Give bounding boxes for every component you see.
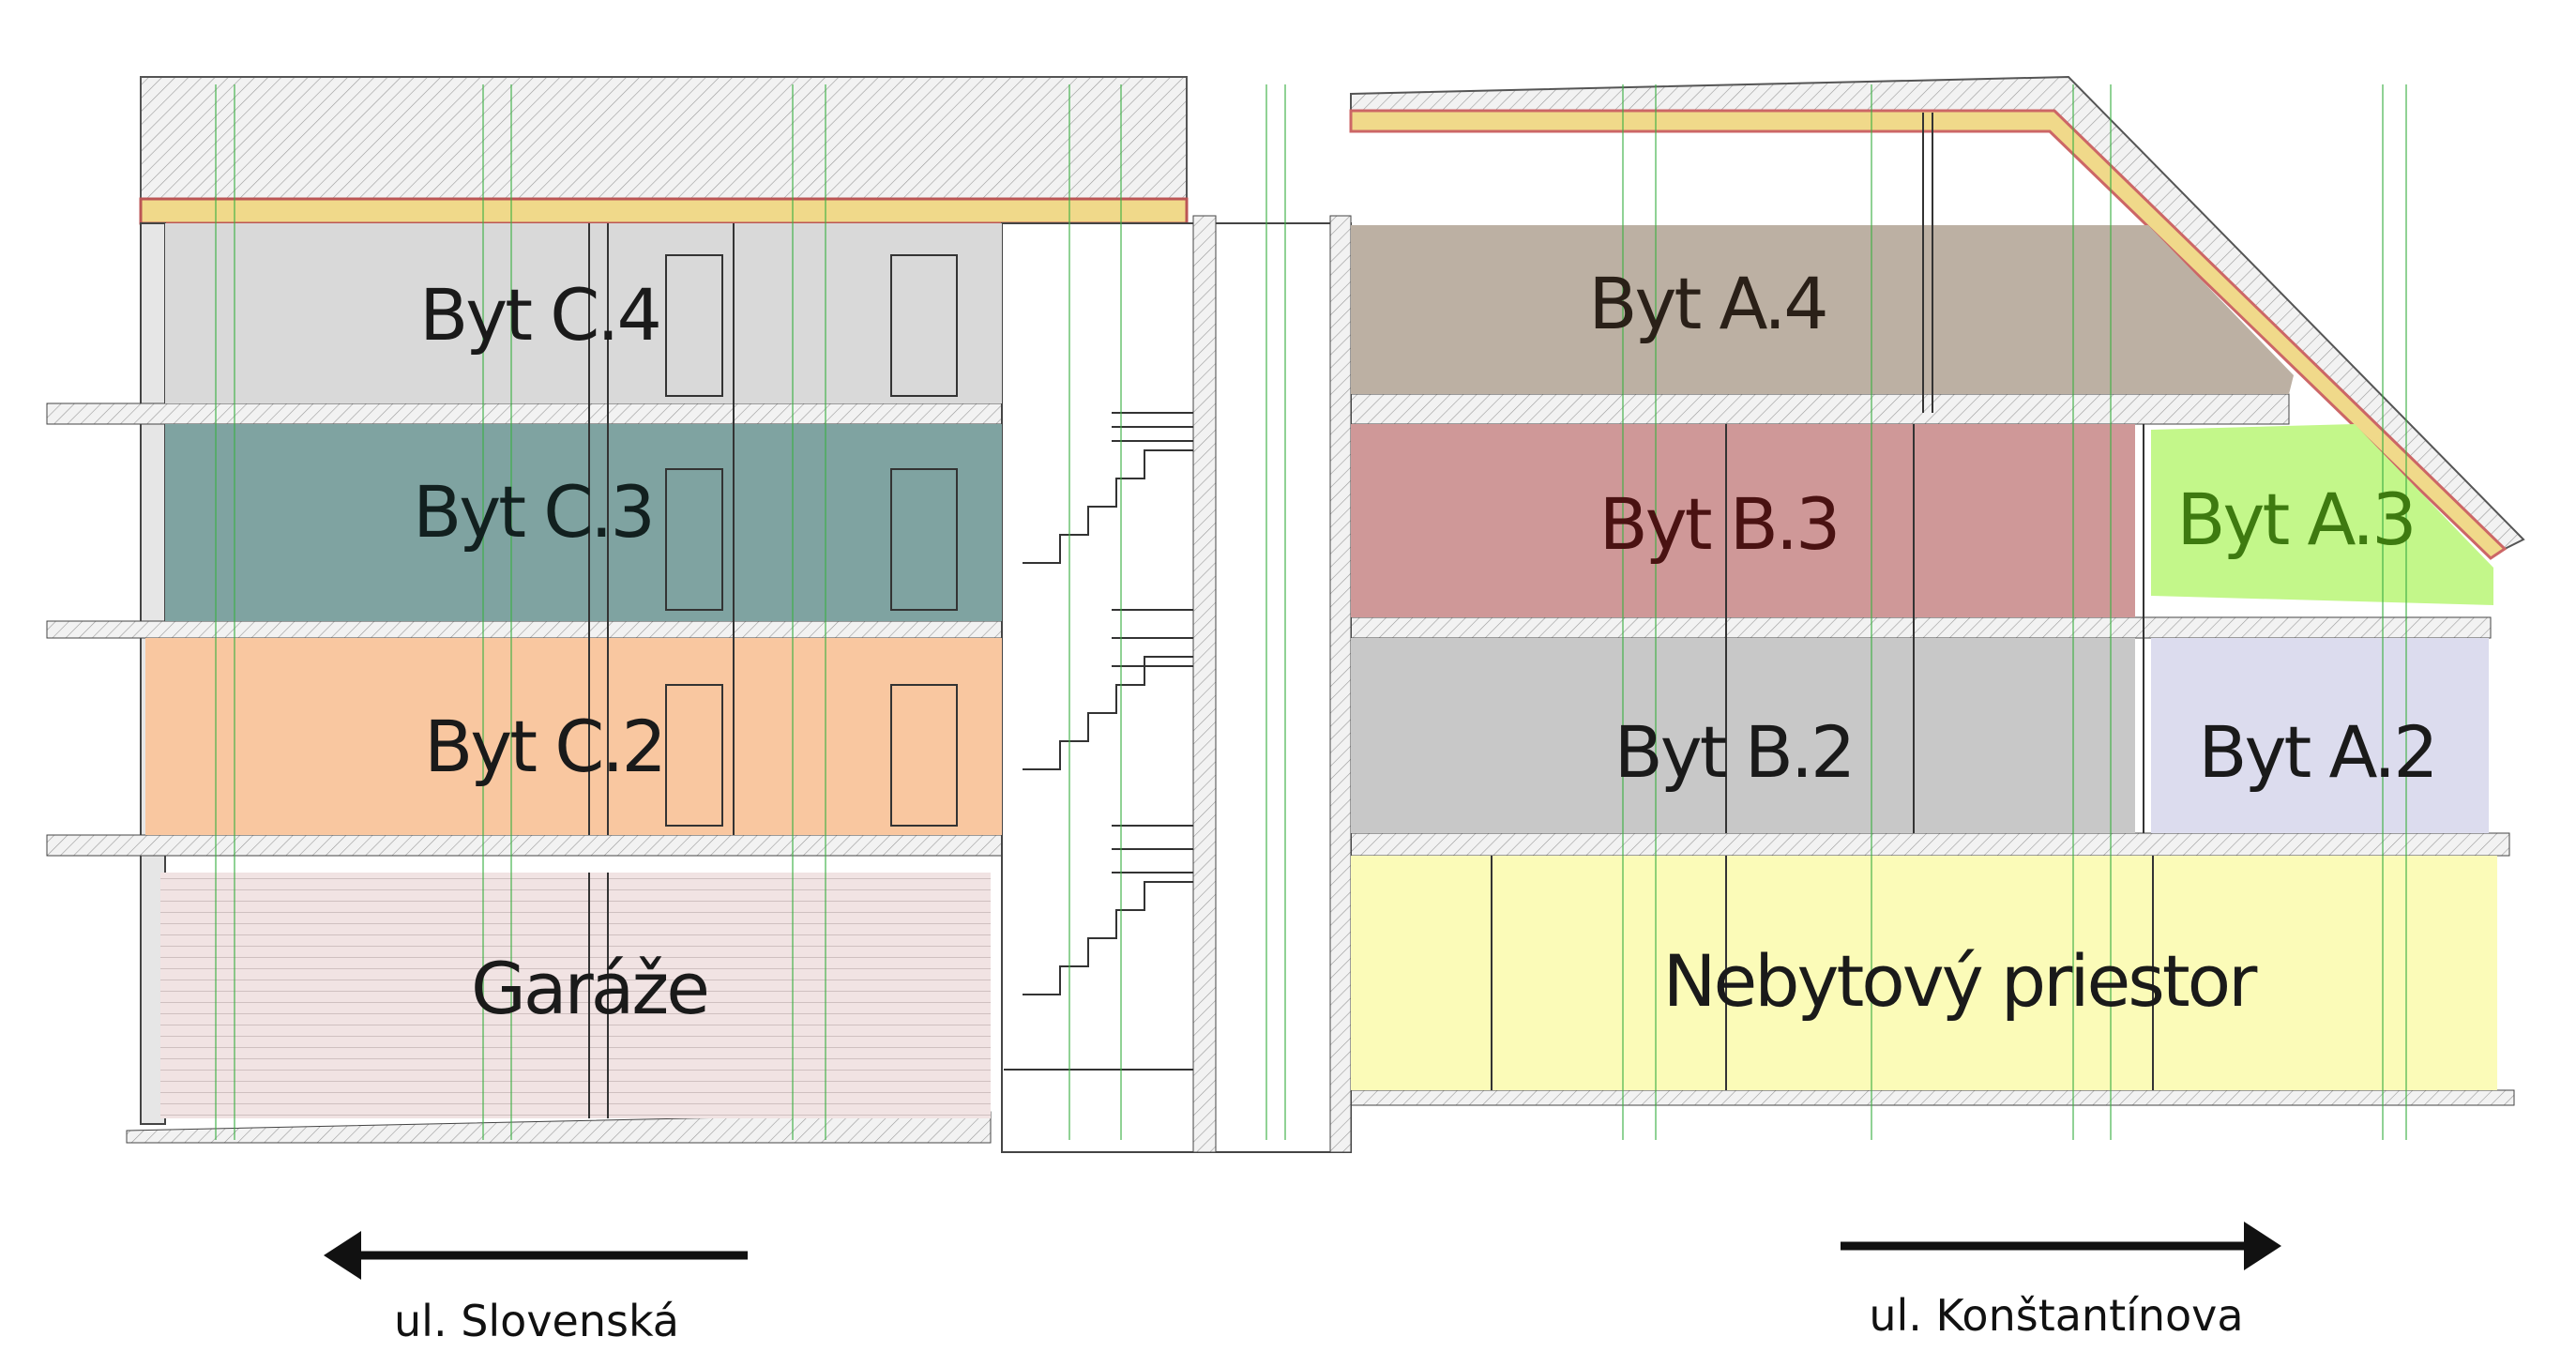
slab-4 [46,403,1003,425]
elevator-shaft-right [1329,215,1352,1153]
attic-left [140,76,1188,200]
room-c3 [165,424,1002,621]
room-c2 [145,638,1002,835]
room-label-a2: Byt A.2 [2198,710,2435,794]
room-label-commercial: Nebytový priestor [1663,939,2258,1023]
slab-ground-right [1350,1089,2515,1106]
room-garage [160,873,991,1118]
slab-r4 [1350,393,2290,425]
room-label-garage: Garáže [471,947,707,1030]
roof-insulation-left [139,197,1189,225]
room-label-a3: Byt A.3 [2176,478,2414,561]
room-b2 [1351,638,2135,833]
street-label-right: ul. Konštantínova [1869,1290,2243,1341]
room-a2 [2151,638,2489,833]
elevator-shaft [1192,215,1217,1153]
room-a4 [1351,225,2294,394]
slab-2 [46,834,1003,857]
slab-3 [46,620,1003,639]
arrow-left-icon [324,1231,748,1280]
room-label-b2: Byt B.2 [1614,710,1854,794]
room-label-b3: Byt B.3 [1599,482,1839,566]
stairs [1023,412,1193,995]
arrow-right-icon [1841,1222,2281,1270]
room-label-c2: Byt C.2 [424,705,664,788]
room-commercial [1351,856,2497,1090]
dimension-lines [215,84,2407,1140]
room-a3 [2151,424,2493,605]
room-b3 [1351,424,2135,617]
room-label-c3: Byt C.3 [413,470,653,554]
slab-r3 [1350,616,2492,639]
street-label-left: ul. Slovenská [394,1296,679,1346]
room-label-c4: Byt C.4 [419,273,659,357]
room-c4 [165,223,1002,403]
partitions [588,113,2154,1118]
stair-core [1001,222,1352,1153]
roof-insulation-right [1349,109,2508,560]
slab-r2 [1350,832,2510,857]
room-label-a4: Byt A.4 [1588,262,1826,345]
